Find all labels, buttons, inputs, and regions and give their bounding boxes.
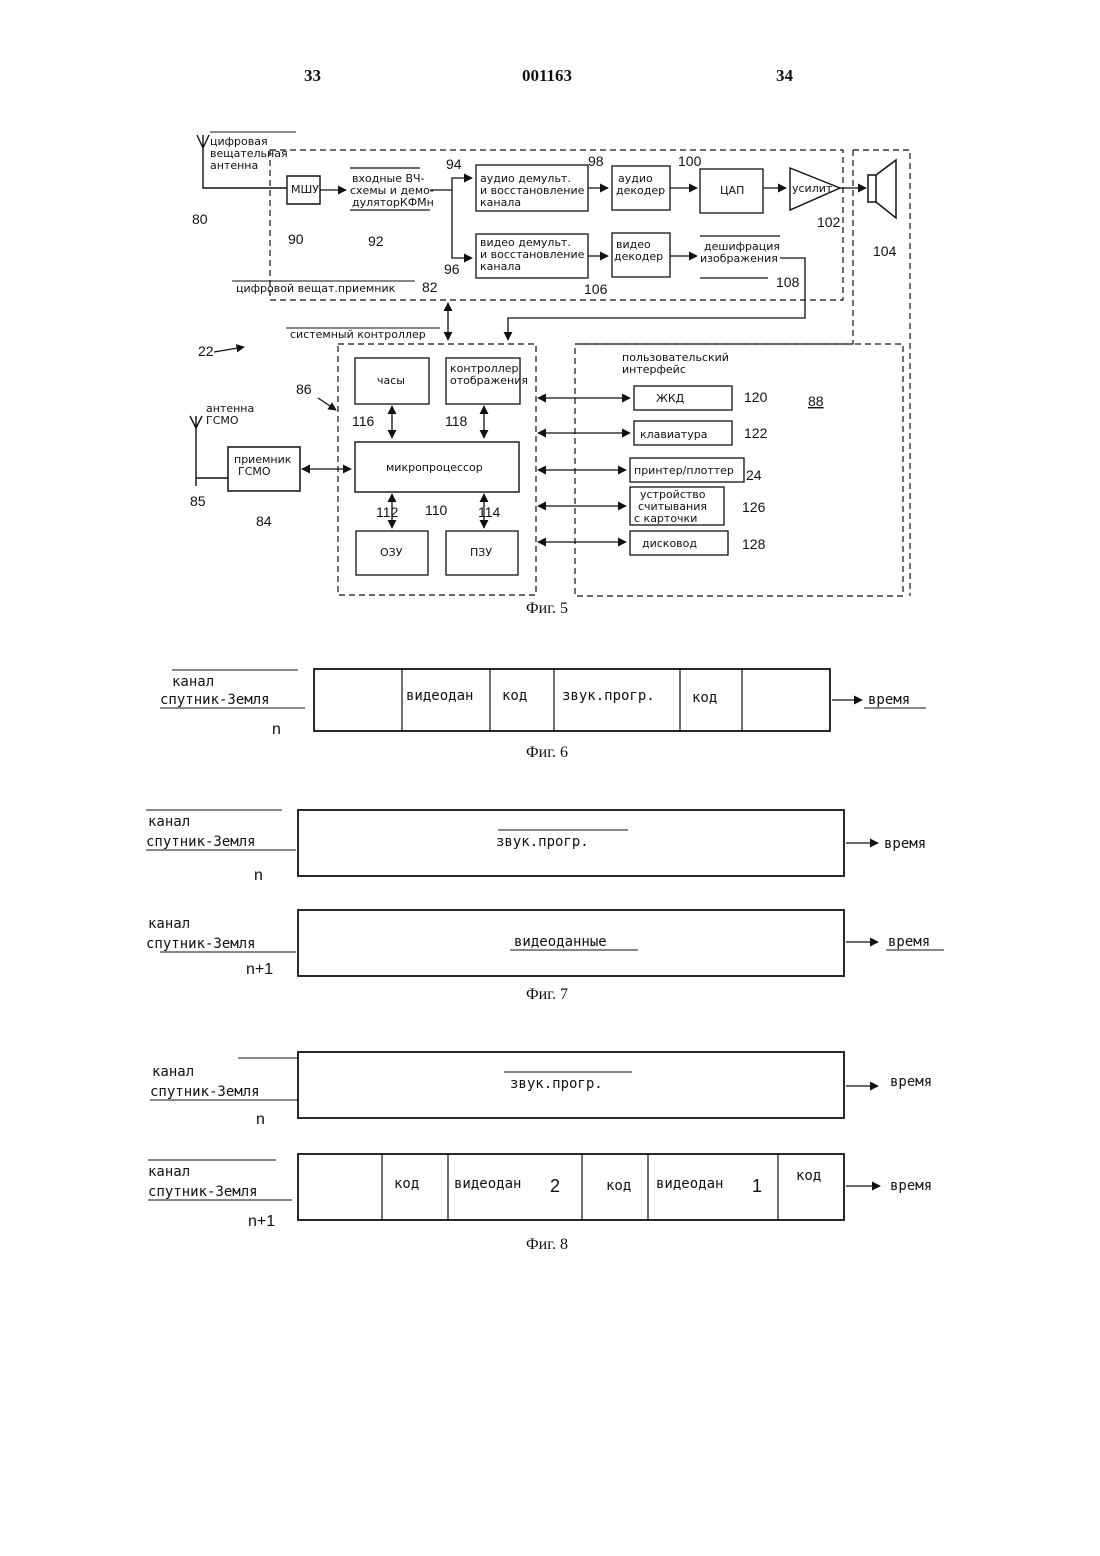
fig6-seg-code-1: код xyxy=(502,688,527,704)
fig7-ch2-line-2: спутник-Земля xyxy=(146,936,256,952)
system-controller-label: системный контроллер xyxy=(290,328,426,341)
dac-label: ЦАП xyxy=(720,184,744,197)
ref-84: 84 xyxy=(256,513,272,529)
figure-8: канал спутник-Земля n звук.прогр. время … xyxy=(148,1052,932,1230)
fig8-ch1-line-2: спутник-Земля xyxy=(150,1084,260,1100)
fig8-ch2-line-2: спутник-Земля xyxy=(148,1184,258,1200)
fig6-seg-video: видеодан xyxy=(406,688,473,704)
receiver-label: цифровой вещат.приемник xyxy=(236,282,396,295)
ref-118: 118 xyxy=(445,413,468,429)
ref-85: 85 xyxy=(190,493,206,509)
figure-5: цифровая вещательная антенна 80 МШУ 90 в… xyxy=(190,132,910,596)
ref-22: 22 xyxy=(198,343,214,359)
display-controller-line-2: отображения xyxy=(450,374,528,387)
keyboard-label: клавиатура xyxy=(640,428,707,441)
fig6-seg-audio: звук.прогр. xyxy=(562,688,655,704)
ref-96: 96 xyxy=(444,261,460,277)
figure-7: канал спутник-Земля n звук.прогр. время … xyxy=(146,810,944,978)
ref-112: 112 xyxy=(376,504,399,520)
fig8-seg-mark-2: 2 xyxy=(550,1176,560,1196)
disk-drive-label: дисковод xyxy=(642,537,697,550)
ref-86: 86 xyxy=(296,381,312,397)
gps-receiver-line-2: ГСМО xyxy=(238,465,271,478)
ref-116: 116 xyxy=(352,413,375,429)
ui-label-2: интерфейс xyxy=(622,363,686,376)
rom-label: ПЗУ xyxy=(470,546,492,559)
ref-106: 106 xyxy=(584,281,608,297)
fig6-seg-code-2: код xyxy=(692,690,717,706)
video-demux-line-3: канала xyxy=(480,260,521,273)
fig8-ch1-content: звук.прогр. xyxy=(510,1076,603,1092)
ref-88: 88 xyxy=(808,393,824,409)
fig8-ch2-line-1: канал xyxy=(148,1164,190,1180)
fig8-seg-mark-1: 1 xyxy=(752,1176,762,1196)
speaker-icon xyxy=(868,160,896,218)
amplifier-label: усилит xyxy=(792,182,833,195)
decrypt-line-2: изображения xyxy=(700,252,778,265)
figure-6: канал спутник-Земля n видеодан код звук.… xyxy=(160,669,926,738)
lna-label: МШУ xyxy=(291,183,319,196)
ref-92: 92 xyxy=(368,233,384,249)
microprocessor-label: микропроцессор xyxy=(386,461,483,474)
fig7-ch1-line-2: спутник-Земля xyxy=(146,834,256,850)
video-decoder-line-2: декодер xyxy=(614,250,663,263)
fig7-caption: Фиг. 7 xyxy=(526,986,568,1004)
fig5-caption: Фиг. 5 xyxy=(526,600,568,618)
fig7-ch1-line-1: канал xyxy=(148,814,190,830)
ref-124: 24 xyxy=(746,467,762,483)
fig8-ch1-line-1: канал xyxy=(152,1064,194,1080)
audio-demux-line-3: канала xyxy=(480,196,521,209)
fig8-seg-code-1: код xyxy=(394,1176,419,1192)
fig6-time-label: время xyxy=(868,692,910,708)
gps-antenna-line-2: ГСМО xyxy=(206,414,239,427)
ref-90: 90 xyxy=(288,231,304,247)
fig6-index: n xyxy=(272,721,281,738)
fig8-caption: Фиг. 8 xyxy=(526,1236,568,1254)
fig7-ch2-content: видеоданные xyxy=(514,934,607,950)
fig6-caption: Фиг. 6 xyxy=(526,744,568,762)
fig7-ch2-index: n+1 xyxy=(246,961,273,978)
ref-128: 128 xyxy=(742,536,766,552)
rf-demod-line-3: дуляторКФМн xyxy=(352,196,434,209)
ref-104: 104 xyxy=(873,243,897,259)
fig8-time-2: время xyxy=(890,1178,932,1194)
audio-decoder-line-2: декодер xyxy=(616,184,665,197)
printer-label: принтер/плоттер xyxy=(634,464,734,477)
clock-label: часы xyxy=(377,374,405,387)
ref-108: 108 xyxy=(776,274,800,290)
fig8-ch1-index: n xyxy=(256,1111,265,1128)
fig7-time-2: время xyxy=(888,934,930,950)
fig8-seg-code-3: код xyxy=(796,1168,821,1184)
fig7-time-1: время xyxy=(884,836,926,852)
fig8-ch2-index: n+1 xyxy=(248,1213,275,1230)
ram-label: ОЗУ xyxy=(380,546,403,559)
fig7-ch2-line-1: канал xyxy=(148,916,190,932)
fig8-seg-video-2: видеодан xyxy=(454,1176,521,1192)
lcd-label: ЖКД xyxy=(656,392,685,405)
fig7-ch1-content: звук.прогр. xyxy=(496,834,589,850)
fig8-ch2-strip xyxy=(298,1154,844,1220)
ref-100: 100 xyxy=(678,153,702,169)
ref-102: 102 xyxy=(817,214,841,230)
fig7-ch1-index: n xyxy=(254,867,263,884)
fig6-channel-line-2: спутник-Земля xyxy=(160,692,270,708)
ref-98: 98 xyxy=(588,153,604,169)
fig6-channel-line-1: канал xyxy=(172,674,214,690)
ref-114: 114 xyxy=(478,504,501,520)
card-reader-line-3: с карточки xyxy=(634,512,697,525)
ref-120: 120 xyxy=(744,389,768,405)
ref-94: 94 xyxy=(446,156,462,172)
antenna-label-3: антенна xyxy=(210,159,258,172)
ref-82: 82 xyxy=(422,279,438,295)
fig8-time-1: время xyxy=(890,1074,932,1090)
fig8-seg-video-1: видеодан xyxy=(656,1176,723,1192)
ref-110: 110 xyxy=(425,502,448,518)
ref-80: 80 xyxy=(192,211,208,227)
ref-122: 122 xyxy=(744,425,768,441)
fig8-seg-code-2: код xyxy=(606,1178,631,1194)
ref-126: 126 xyxy=(742,499,766,515)
